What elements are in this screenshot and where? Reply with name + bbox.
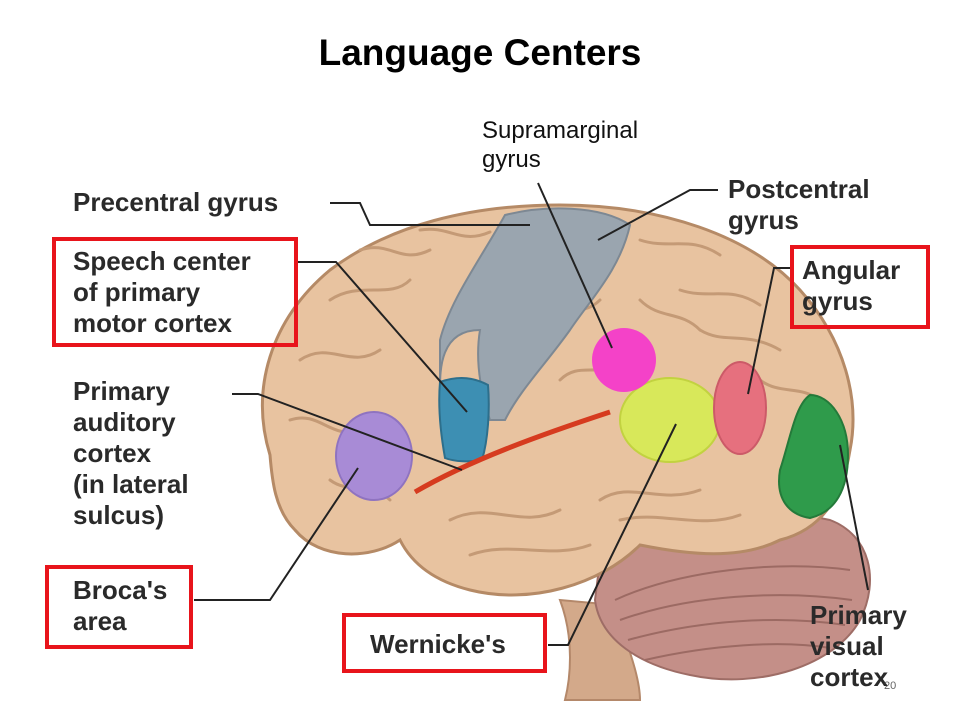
angular-gyrus-label: Angular gyrus xyxy=(802,255,901,316)
brocas-area-region xyxy=(335,411,413,501)
angular-leader-line xyxy=(747,267,790,395)
angular-gyrus-highlight-box xyxy=(790,245,930,329)
visual-cortex-region xyxy=(778,393,850,520)
page-number: 20 xyxy=(884,680,897,692)
wernickes-area-region xyxy=(619,377,721,463)
wernickes-label: Wernicke's xyxy=(370,629,506,659)
cerebellum-folds xyxy=(614,565,853,661)
primary-visual-cortex-label: Primary visual cortex xyxy=(810,600,907,692)
supramarginal-gyrus-label: Supramarginal gyrus xyxy=(482,117,639,173)
postcentral-gyrus-label: Postcentral gyrus xyxy=(728,174,870,235)
leader-lines xyxy=(194,182,869,646)
speech-center-highlight-box xyxy=(52,237,298,347)
brocas-leader-line xyxy=(194,467,359,601)
precentral-leader-line xyxy=(330,202,530,226)
lateral-sulcus xyxy=(413,409,611,495)
wernickes-leader-line xyxy=(548,423,677,646)
speech-leader-line xyxy=(296,261,468,413)
precentral-gyrus-region xyxy=(439,207,632,421)
postcentral-leader-line xyxy=(597,189,718,241)
speech-center-label: Speech center of primary motor cortex xyxy=(73,246,251,338)
brocas-area-highlight-box xyxy=(45,565,193,649)
brocas-area-label: Broca's area xyxy=(73,575,168,636)
visual-leader-line xyxy=(839,444,869,591)
supramarginal-gyrus-region xyxy=(592,328,656,392)
precentral-gyrus-label: Precentral gyrus xyxy=(73,187,279,217)
wernickes-highlight-box xyxy=(342,613,547,673)
primary-auditory-cortex-label: Primary auditory cortex (in lateral sulc… xyxy=(73,376,189,530)
speech-center-region xyxy=(438,377,490,463)
auditory-leader-line xyxy=(232,393,463,471)
supramarginal-leader-line xyxy=(537,182,613,349)
angular-gyrus-region xyxy=(713,361,767,455)
page-title: Language Centers xyxy=(318,32,642,73)
